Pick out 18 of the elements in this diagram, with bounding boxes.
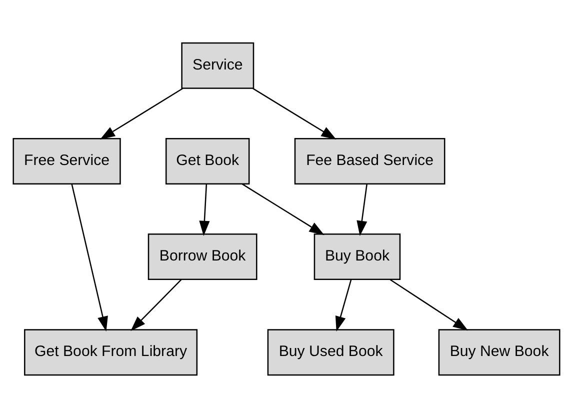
arrow <box>100 88 183 140</box>
arrow <box>356 184 368 236</box>
node-box: Get Book From Library <box>24 329 198 376</box>
node-box: Fee Based Service <box>294 138 446 184</box>
arrow <box>130 279 182 331</box>
arrow <box>252 88 336 140</box>
arrow <box>71 184 108 332</box>
arrow <box>199 184 210 236</box>
arrow <box>390 279 468 331</box>
node-box: Service <box>181 42 254 89</box>
node-box: Buy New Book <box>438 329 560 376</box>
node-box: Free Service <box>12 138 121 184</box>
node-box: Borrow Book <box>148 234 258 280</box>
node-box: Buy Book <box>314 234 401 280</box>
arrow <box>242 184 324 236</box>
node-box: Get Book <box>165 138 250 184</box>
arrow <box>335 279 352 332</box>
node-box: Buy Used Book <box>267 329 394 376</box>
